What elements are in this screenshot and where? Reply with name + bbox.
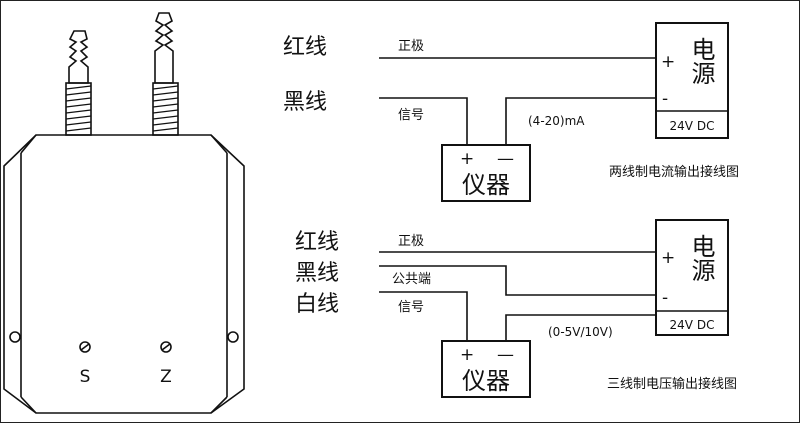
- two-wire-meter-plus: +: [460, 149, 474, 169]
- three-wire-power-plus: +: [661, 248, 675, 268]
- two-wire-power-minus: -: [662, 89, 668, 109]
- two-wire-power-supply: [655, 22, 729, 139]
- two-wire-black-wire-label: 黑线: [283, 90, 327, 115]
- left-barb-port: [65, 30, 92, 136]
- two-wire-power-char-1: 电源: [687, 37, 715, 85]
- three-wire-meter-plus: +: [460, 345, 474, 365]
- adjust-screw-s: [79, 341, 91, 353]
- three-wire-white-wire-label: 白线: [295, 292, 339, 317]
- two-wire-meter: [441, 144, 531, 202]
- two-wire-power-voltage: 24V DC: [670, 119, 715, 133]
- two-wire-diagram: 红线 黑线 正极 信号 (4-20)mA + - 电源 24V DC + — 仪…: [283, 22, 739, 202]
- three-wire-power-label: 电源: [687, 234, 715, 282]
- mounting-hole-left: [9, 331, 21, 343]
- three-wire-power-voltage: 24V DC: [670, 318, 715, 332]
- two-wire-red-wire-label: 红线: [283, 35, 327, 60]
- three-wire-positive-label: 正极: [398, 234, 424, 249]
- transmitter-device: S Z: [3, 12, 245, 414]
- three-wire-power-minus: -: [662, 288, 668, 308]
- two-wire-meter-minus: —: [497, 149, 514, 169]
- mounting-hole-right: [227, 331, 239, 343]
- three-wire-meter-minus: —: [497, 345, 514, 365]
- right-barb-port: [152, 12, 179, 136]
- port-s-label: S: [80, 367, 91, 387]
- three-wire-common-label: 公共端: [392, 272, 431, 287]
- three-wire-voltage-range: (0-5V/10V): [548, 325, 613, 339]
- three-wire-red-wire-label: 红线: [295, 230, 339, 255]
- two-wire-positive-label: 正极: [398, 39, 424, 54]
- three-wire-black-wire-label: 黑线: [295, 261, 339, 286]
- adjust-screw-z: [160, 341, 172, 353]
- two-wire-power-plus: +: [661, 52, 675, 72]
- three-wire-signal-label: 信号: [398, 300, 424, 315]
- two-wire-caption: 两线制电流输出接线图: [609, 164, 739, 180]
- two-wire-current-range: (4-20)mA: [528, 114, 585, 128]
- three-wire-meter: [441, 340, 531, 398]
- device-housing: [3, 134, 245, 414]
- port-z-label: Z: [160, 367, 172, 387]
- two-wire-meter-label: 仪器: [462, 171, 510, 199]
- three-wire-diagram: 红线 黑线 白线 正极 公共端 信号 (0-5V/10V) + - 电源 24V…: [295, 219, 737, 398]
- two-wire-signal-label: 信号: [398, 108, 424, 123]
- three-wire-meter-label: 仪器: [462, 367, 510, 395]
- three-wire-power-supply: [655, 219, 729, 336]
- three-wire-caption: 三线制电压输出接线图: [607, 376, 737, 392]
